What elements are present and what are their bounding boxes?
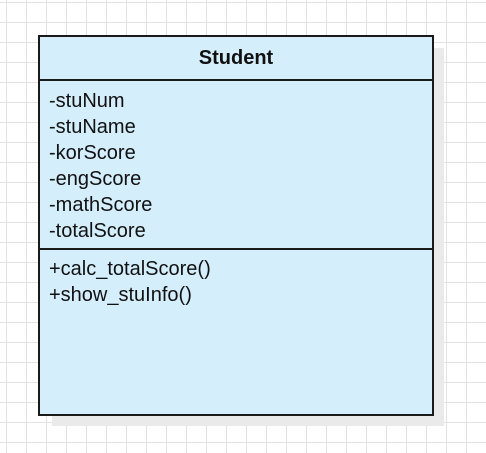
method-calc-totalscore: +calc_totalScore() <box>49 258 211 280</box>
class-name: Student <box>40 37 432 81</box>
attribute-engscore: -engScore <box>49 168 142 190</box>
attribute-mathscore: -mathScore <box>49 194 153 216</box>
attribute-totalscore: -totalScore <box>49 220 146 242</box>
methods-compartment: +calc_totalScore() +show_stuInfo() <box>40 250 432 308</box>
attribute-korscore: -korScore <box>49 142 136 164</box>
attribute-stuname: -stuName <box>49 116 136 138</box>
attribute-stunum: -stuNum <box>49 90 125 112</box>
uml-class-student[interactable]: Student -stuNum -stuName -korScore -engS… <box>38 35 434 416</box>
attributes-compartment: -stuNum -stuName -korScore -engScore -ma… <box>40 81 432 250</box>
method-show-stuinfo: +show_stuInfo() <box>49 284 192 306</box>
